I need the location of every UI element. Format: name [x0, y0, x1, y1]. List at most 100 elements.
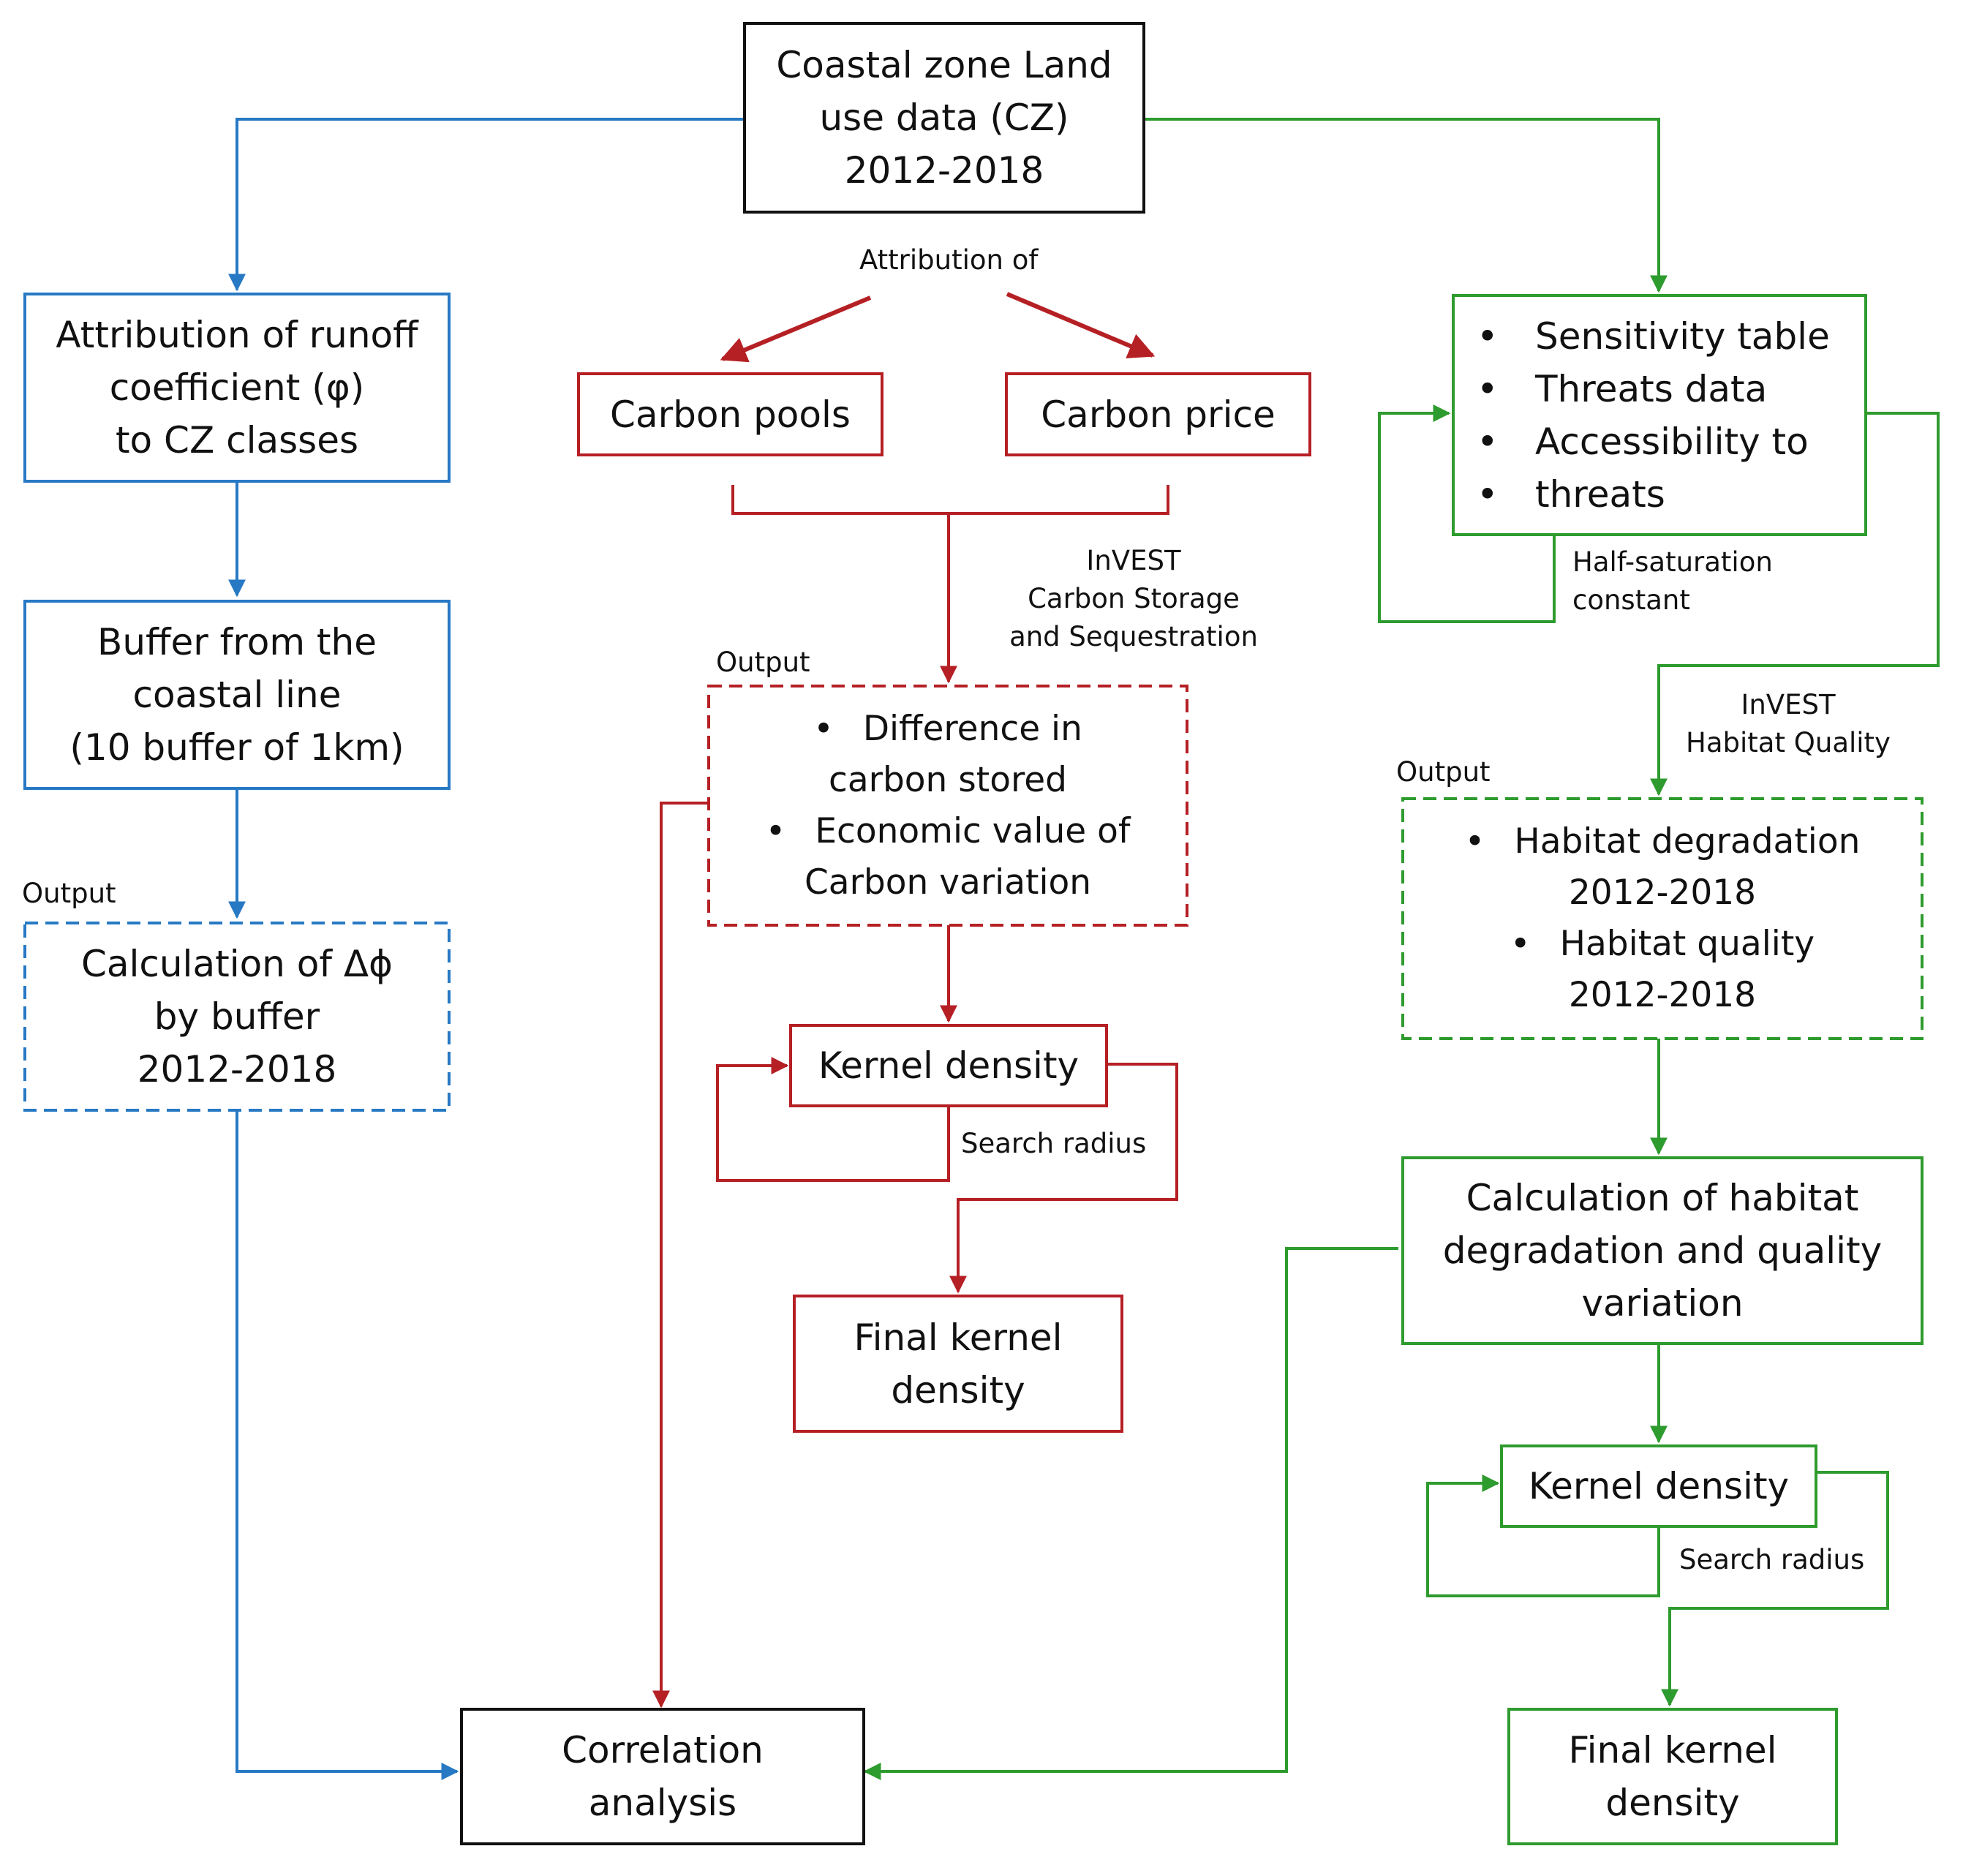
coastal-line-2: use data (CZ): [819, 97, 1069, 139]
buffer-box: Buffer from the coastal line (10 buffer …: [26, 603, 448, 787]
runoff-line-2: coefficient (φ): [109, 366, 365, 409]
output-label-blue: Output: [22, 878, 116, 909]
invest-carbon-label: InVEST Carbon Storage and Sequestration: [1002, 542, 1265, 656]
attribution-of-label: Attribution of: [859, 244, 1039, 276]
pools-box-border: [577, 372, 883, 456]
invest-habitat-line-2: Habitat Quality: [1686, 727, 1891, 758]
coastal-zone-box: Coastal zone Land use data (CZ) 2012-201…: [746, 25, 1142, 211]
delta-box-border: [23, 922, 451, 1112]
carbon-pools-text: Carbon pools: [610, 393, 851, 436]
kernel-green-search-loop: [1426, 1474, 1660, 1597]
kernel-density-green-box: Kernel density: [1503, 1447, 1815, 1525]
sensitivity-item-2: Threats data: [1455, 363, 1830, 415]
sensitivity-item-1: Sensitivity table: [1455, 310, 1830, 363]
kernel-red-search-loop: [716, 1057, 950, 1182]
carbon-pools-box: Carbon pools: [580, 375, 881, 453]
invest-habitat-line-1: InVEST: [1741, 689, 1836, 720]
habitat-calc-line-1: Calculation of habitat: [1466, 1177, 1859, 1219]
sensitivity-item-3-cont: threats: [1455, 468, 1830, 521]
arrow-output-to-correlation: [652, 802, 709, 1709]
carbon-bracket: [731, 485, 1169, 515]
sensitivity-list: Sensitivity table Threats data Accessibi…: [1455, 310, 1830, 521]
habitat-output-box: •Habitat degradation 2012-2018 •Habitat …: [1406, 802, 1919, 1036]
coastal-box-border: [743, 22, 1145, 214]
runoff-line-1: Attribution of runoff: [56, 314, 418, 356]
habitat-calculation-box: Calculation of habitat degradation and q…: [1404, 1159, 1921, 1342]
buffer-line-3: (10 buffer of 1km): [69, 726, 404, 769]
buffer-line-2: coastal line: [132, 674, 342, 716]
arrow-delta-to-correlation: [236, 1110, 459, 1780]
arrow-sensitivity-to-habitat-output: [1650, 412, 1940, 796]
carbon-price-box: Carbon price: [1008, 375, 1308, 453]
habitat-output-item-2: •Habitat quality: [1510, 924, 1815, 964]
correlation-line-1: Correlation: [562, 1729, 764, 1771]
final-green-line-2: density: [1605, 1782, 1740, 1824]
carbon-output-item-1-cont: carbon stored: [829, 759, 1067, 800]
coastal-line-3: 2012-2018: [844, 149, 1044, 192]
final-red-line-1: Final kernel: [854, 1316, 1063, 1359]
carbon-output-border: [707, 685, 1188, 927]
arrow-coastal-to-runoff: [228, 118, 745, 292]
half-saturation-line-2: constant: [1572, 584, 1690, 616]
habitat-output-list: •Habitat degradation 2012-2018 •Habitat …: [1465, 816, 1861, 1021]
kernel-green-text: Kernel density: [1528, 1465, 1790, 1507]
search-radius-red-label: Search radius: [961, 1128, 1147, 1159]
delta-line-3: 2012-2018: [137, 1048, 337, 1090]
delta-phi-box: Calculation of Δϕ by buffer 2012-2018: [28, 926, 446, 1107]
arrow-calc-to-correlation: [863, 1247, 1398, 1780]
arrow-attribution-to-pools: [720, 295, 872, 363]
sensitivity-half-saturation-loop: [1378, 404, 1556, 623]
sensitivity-box: Sensitivity table Threats data Accessibi…: [1455, 297, 1864, 533]
habitat-output-item-1-cont: 2012-2018: [1568, 873, 1757, 913]
kernel-red-text: Kernel density: [818, 1044, 1080, 1087]
half-saturation-line-1: Half-saturation: [1572, 546, 1773, 578]
kernel-red-border: [789, 1024, 1108, 1107]
runoff-box: Attribution of runoff coefficient (φ) to…: [26, 295, 448, 480]
half-saturation-label: Half-saturation constant: [1572, 543, 1773, 619]
habitat-calc-border: [1401, 1156, 1924, 1345]
arrow-attribution-to-price: [1006, 292, 1156, 358]
arrow-kernel-to-final-red: [949, 1063, 1178, 1294]
invest-carbon-line-2: Carbon Storage: [1028, 583, 1240, 614]
arrow-kernel-to-final-green: [1661, 1471, 1889, 1707]
habitat-calc-line-2: degradation and quality: [1442, 1229, 1883, 1272]
buffer-line-1: Buffer from the: [97, 621, 377, 663]
correlation-line-2: analysis: [588, 1782, 737, 1824]
price-box-border: [1005, 372, 1311, 456]
habitat-output-item-1: •Habitat degradation: [1464, 821, 1861, 862]
search-radius-green-label: Search radius: [1679, 1544, 1865, 1575]
kernel-density-red-box: Kernel density: [792, 1027, 1105, 1104]
runoff-box-border: [23, 293, 451, 483]
buffer-box-border: [23, 600, 451, 790]
carbon-output-box: •Difference in carbon stored •Economic v…: [712, 689, 1184, 922]
carbon-price-text: Carbon price: [1041, 393, 1276, 436]
final-kernel-green-box: Final kernel density: [1510, 1711, 1835, 1842]
sensitivity-item-3: Accessibility to: [1455, 415, 1830, 468]
carbon-output-item-2-cont: Carbon variation: [804, 862, 1092, 903]
output-label-carbon: Output: [716, 647, 810, 678]
invest-habitat-label: InVEST Habitat Quality: [1678, 686, 1898, 762]
invest-carbon-line-1: InVEST: [1086, 545, 1181, 576]
carbon-output-item-1: •Difference in: [813, 708, 1082, 749]
delta-line-2: by buffer: [154, 995, 320, 1038]
correlation-analysis-box: Correlation analysis: [463, 1711, 862, 1842]
final-green-line-1: Final kernel: [1568, 1729, 1777, 1771]
habitat-output-border: [1401, 797, 1924, 1040]
invest-carbon-line-3: and Sequestration: [1009, 621, 1258, 652]
final-red-line-2: density: [891, 1368, 1025, 1412]
final-red-border: [793, 1295, 1123, 1433]
correlation-border: [460, 1708, 865, 1845]
carbon-output-item-2: •Economic value of: [765, 810, 1131, 851]
runoff-line-3: to CZ classes: [115, 419, 359, 462]
final-kernel-red-box: Final kernel density: [796, 1297, 1120, 1430]
arrow-coastal-to-sensitivity: [1144, 118, 1668, 293]
carbon-output-list: •Difference in carbon stored •Economic v…: [766, 704, 1131, 908]
final-green-border: [1507, 1708, 1838, 1845]
output-label-habitat: Output: [1396, 756, 1491, 788]
habitat-calc-line-3: variation: [1581, 1282, 1744, 1325]
coastal-line-1: Coastal zone Land: [776, 44, 1112, 86]
sensitivity-border: [1452, 294, 1867, 536]
delta-line-1: Calculation of Δϕ: [80, 943, 393, 985]
